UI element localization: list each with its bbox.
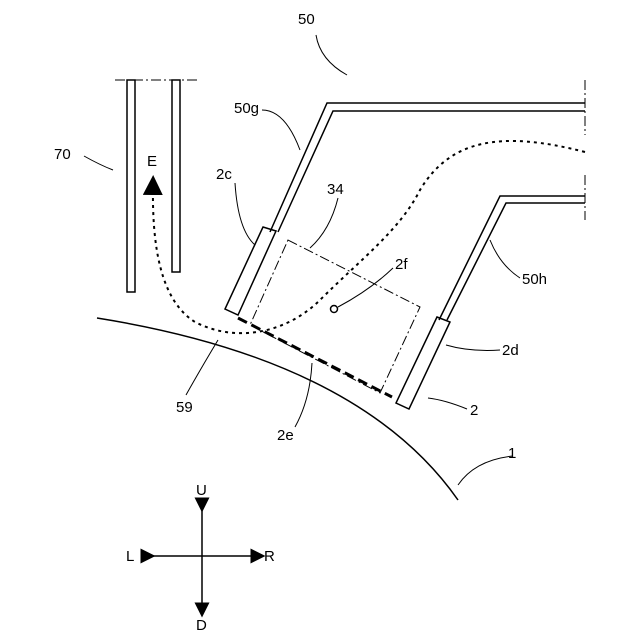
label-2c: 2c xyxy=(216,166,232,183)
compass-left-label: L xyxy=(126,548,134,565)
label-2e: 2e xyxy=(277,427,294,444)
lower-wall-50h xyxy=(439,175,585,320)
label-2: 2 xyxy=(470,402,478,419)
label-e: E xyxy=(147,153,157,170)
label-59: 59 xyxy=(176,399,193,416)
label-70: 70 xyxy=(54,146,71,163)
outlet-2e xyxy=(238,318,392,397)
label-2f: 2f xyxy=(395,256,408,273)
seal-2d xyxy=(396,317,450,409)
label-34: 34 xyxy=(327,181,344,198)
upper-wall-50g xyxy=(270,80,585,232)
point-2f xyxy=(331,306,338,313)
compass-right-label: R xyxy=(264,548,275,565)
surface-1 xyxy=(97,318,458,500)
label-2d: 2d xyxy=(502,342,519,359)
label-50: 50 xyxy=(298,11,315,28)
label-50g: 50g xyxy=(234,100,259,117)
compass-down-label: D xyxy=(196,617,207,634)
direction-compass xyxy=(148,505,258,610)
label-1: 1 xyxy=(508,445,516,462)
label-50h: 50h xyxy=(522,271,547,288)
compass-up-label: U xyxy=(196,482,207,499)
pipe-70 xyxy=(115,80,200,292)
